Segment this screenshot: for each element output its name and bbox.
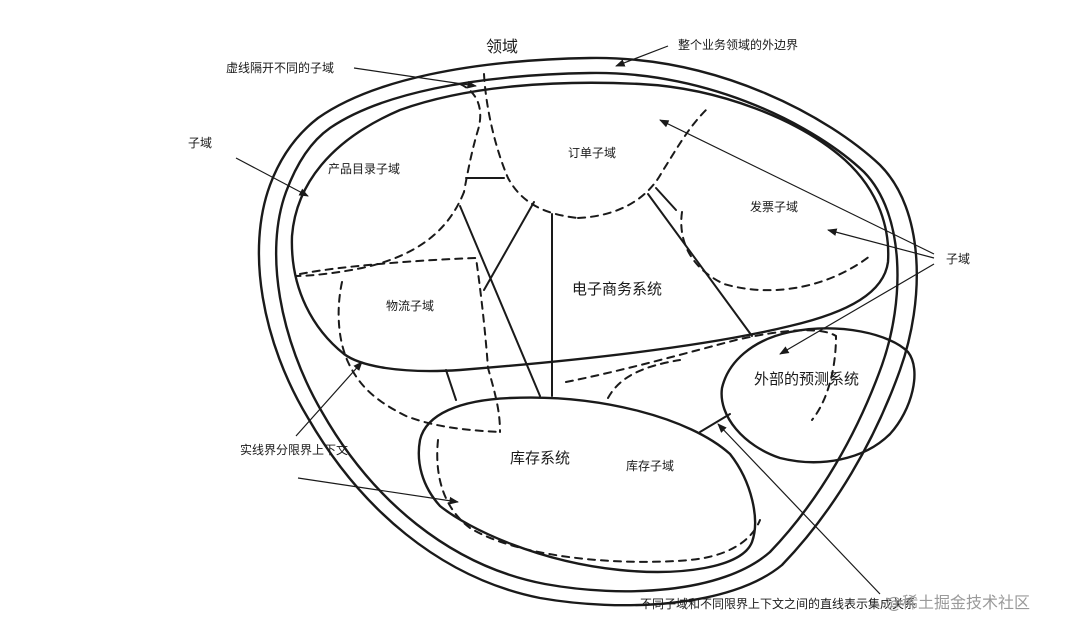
invoice-subdomain-boundary [680, 211, 871, 292]
logistics-inventory-line [445, 369, 457, 401]
subdomain-right-arrow-forecast [779, 263, 935, 355]
catalog-logistics-line [459, 205, 541, 397]
domain-inner-boundary [274, 71, 899, 593]
inventory-connect-dash [607, 359, 681, 399]
integration-note: 不同子域和不同限界上下文之间的直线表示集成关系 [640, 596, 916, 611]
subdomain-left-arrow [235, 157, 309, 197]
logistics-subdomain-boundary [299, 256, 501, 433]
ecommerce-system-label: 电子商务系统 [572, 280, 662, 298]
bounded-context-note: 实线界分限界上下文 [240, 442, 348, 457]
order-subdomain-left [483, 73, 579, 219]
order-logistics-line [483, 201, 535, 291]
subdomain-right-arrow-invoice [827, 228, 935, 259]
subdomain-left-label: 子域 [188, 136, 212, 150]
invoice-inner-line [655, 187, 677, 211]
domain-boundary-arrow [615, 45, 669, 67]
inventory-system-label: 库存系统 [510, 449, 570, 467]
bounded-context-arrow [295, 361, 363, 437]
domain-boundary-note: 整个业务领域的外边界 [678, 37, 798, 52]
subdomain-right-label: 子域 [946, 252, 970, 266]
catalog-order-divider [459, 83, 482, 193]
logistics-subdomain-label: 物流子域 [386, 299, 434, 313]
invoice-subdomain-label: 发票子域 [750, 199, 798, 214]
catalog-subdomain-label: 产品目录子域 [328, 162, 400, 176]
order-subdomain-right [577, 109, 707, 219]
dashed-note-arrow [353, 67, 477, 89]
dashed-note: 虚线隔开不同的子域 [226, 60, 334, 75]
inventory-subdomain-label: 库存子域 [626, 458, 674, 473]
ecommerce-context-boundary [290, 81, 890, 373]
subdomain-right-arrow-order [659, 119, 935, 255]
order-subdomain-label: 订单子域 [568, 146, 616, 160]
watermark: @稀土掘金技术社区 [886, 593, 1030, 612]
forecast-inventory-line [699, 413, 731, 433]
catalog-subdomain-lower [295, 191, 465, 277]
inventory-subdomain-arrow [297, 477, 459, 505]
invoice-forecast-line [647, 193, 753, 337]
forecast-system-boundary [720, 327, 916, 464]
logistics-left-dash [337, 281, 501, 433]
integration-arrow [717, 423, 881, 595]
forecast-system-label: 外部的预测系统 [754, 370, 859, 388]
inventory-top-dash [565, 329, 838, 421]
domain-outer-boundary [257, 56, 918, 607]
domain-label: 领域 [486, 37, 518, 56]
inventory-context-boundary [417, 396, 757, 574]
inventory-subdomain-dash [436, 439, 761, 563]
